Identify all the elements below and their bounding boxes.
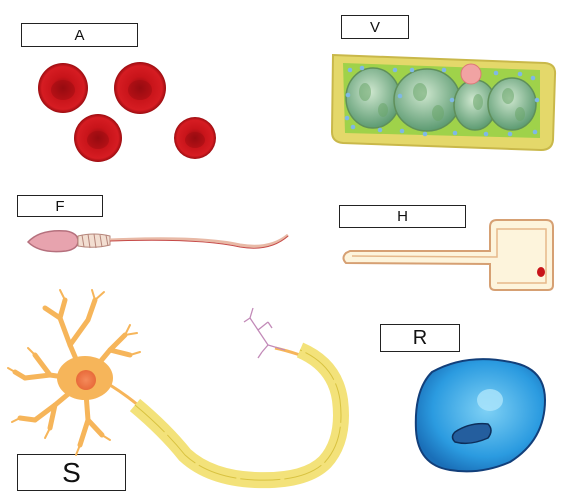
root-hair-cell	[342, 219, 554, 291]
label-f: F	[17, 195, 103, 217]
label-h: H	[339, 205, 466, 228]
root-hair-nucleus	[537, 267, 545, 277]
label-a: A	[21, 23, 138, 47]
label-h-text: H	[397, 208, 408, 225]
label-s-text: S	[62, 456, 81, 488]
epithelial-cell	[414, 358, 547, 473]
label-a-text: A	[74, 26, 85, 44]
neuron	[7, 289, 349, 489]
label-v-text: V	[369, 18, 380, 36]
label-s: S	[17, 454, 126, 491]
plant-nucleus	[460, 63, 482, 85]
red-blood-cells	[38, 62, 216, 162]
sperm-cell	[26, 229, 289, 253]
label-v: V	[341, 15, 409, 39]
label-r: R	[380, 324, 460, 352]
label-r-text: R	[412, 326, 428, 349]
label-f-text: F	[55, 197, 65, 215]
plant-cell	[330, 53, 557, 152]
neuron-nucleus	[76, 370, 96, 390]
